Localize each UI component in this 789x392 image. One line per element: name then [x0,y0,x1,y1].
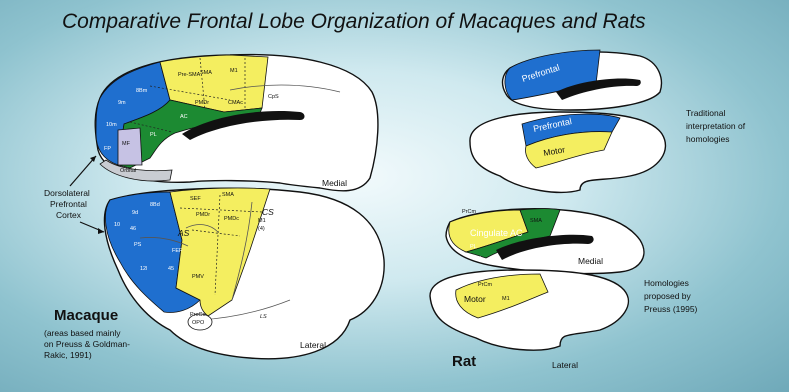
label-pmdc: PMDc [224,216,239,222]
label-rat-il: IL [478,256,483,262]
label-9d: 9d [132,210,138,216]
label-cmac: CMAc [228,100,243,106]
label-ac: AC [180,114,188,120]
label-pmdr-medial: PMDr [195,100,209,106]
label-lateral-macaque: Lateral [300,340,326,350]
label-prco: ProCo [190,312,206,318]
label-rat-pl: PL [470,244,477,250]
label-fef: FEF [172,248,183,254]
label-homologies-2: proposed by [644,291,692,301]
label-il: IL [152,156,157,162]
label-dlpfc-2: Prefrontal [50,199,87,209]
label-12l: 12l [140,266,147,272]
label-pl: PL [150,132,157,138]
label-rat-prcm: PrCm [462,209,476,215]
label-sef: SEF [190,196,201,202]
label-10m: 10m [106,122,117,128]
label-lateral-rat: Lateral [552,360,578,370]
label-rat-m1-lateral: M1 [502,296,510,302]
label-medial-rat: Medial [578,256,603,266]
diagram-title: Comparative Frontal Lobe Organization of… [62,10,646,33]
label-rat-cingulate: Cingulate AC [470,228,523,238]
label-homologies-3: Preuss (1995) [644,304,698,314]
macaque-note-3: Rakic, 1991) [44,350,92,360]
macaque-medial-brain: SMA Pre-SMA M1 CpS PMDr CMAc AC PL IL MF… [95,55,378,191]
macaque-lateral-brain: SEF SMA PMDr PMDc M1 (4) CS AS PS PMV LS… [104,188,384,359]
label-sma-lateral: SMA [222,192,234,198]
rat-traditional-medial: Prefrontal [503,50,662,110]
label-pmv: PMV [192,274,204,280]
label-pre-sma: Pre-SMA [178,72,201,78]
label-m1-medial: M1 [230,68,238,74]
label-pmdr-lateral: PMDr [196,212,210,218]
label-9m: 9m [118,100,126,106]
label-46: 46 [130,226,136,232]
label-traditional-3: homologies [686,134,729,144]
macaque-note-2: on Preuss & Goldman- [44,339,130,349]
label-45: 45 [168,266,174,272]
label-dlpfc-1: Dorsolateral [44,188,90,198]
rat-preuss-lateral: PrCm Motor M1 [430,270,628,350]
label-m1-lateral: M1 [258,218,266,224]
label-homologies-1: Homologies [644,278,689,288]
label-8bd: 8Bd [150,202,160,208]
label-as: AS [177,228,190,238]
label-traditional-1: Traditional [686,108,725,118]
label-macaque: Macaque [54,307,118,324]
label-mf: MF [122,141,131,147]
label-cs: CS [262,207,274,217]
macaque-note-1: (areas based mainly [44,328,121,338]
label-sma-medial: SMA [200,70,212,76]
label-medial-macaque: Medial [322,178,347,188]
label-traditional-2: interpretation of [686,121,746,131]
dlpfc-arrow-up [70,156,96,186]
label-m1-number: (4) [258,226,265,232]
label-cps: CpS [268,94,279,100]
label-8bm: 8Bm [136,88,148,94]
label-dlpfc-3: Cortex [56,210,82,220]
label-ls: LS [260,314,267,320]
label-rat-motor-lateral: Motor [464,294,486,304]
label-fp: FP [104,146,111,152]
label-orbital: Orbital [120,168,136,174]
label-10: 10 [114,222,120,228]
label-rat-sma: SMA [530,218,542,224]
rat-preuss-medial: PrCm Cingulate AC SMA PL IL [446,209,644,274]
rat-traditional-lateral: Prefrontal Motor [470,112,666,192]
label-rat-prcm-lateral: PrCm [478,282,492,288]
label-ps: PS [134,242,142,248]
label-rat: Rat [452,353,476,370]
label-opo: OPO [192,320,205,326]
